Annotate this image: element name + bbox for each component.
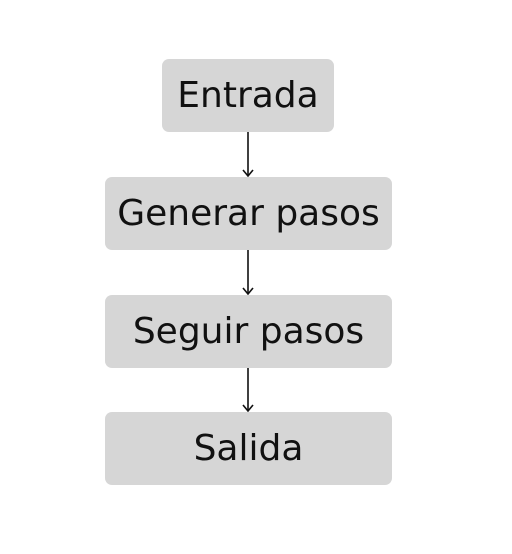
node-salida-label: Salida <box>193 427 304 469</box>
node-generar-pasos: Generar pasos <box>105 177 392 250</box>
node-generar-pasos-label: Generar pasos <box>117 192 380 234</box>
node-seguir-pasos: Seguir pasos <box>105 295 392 368</box>
node-entrada: Entrada <box>162 59 334 132</box>
node-seguir-pasos-label: Seguir pasos <box>132 310 365 352</box>
node-entrada-label: Entrada <box>177 74 319 116</box>
edge-follow-to-output <box>242 368 254 413</box>
edge-generate-to-follow <box>242 250 254 296</box>
edge-input-to-generate <box>242 132 254 178</box>
node-salida: Salida <box>105 412 392 485</box>
